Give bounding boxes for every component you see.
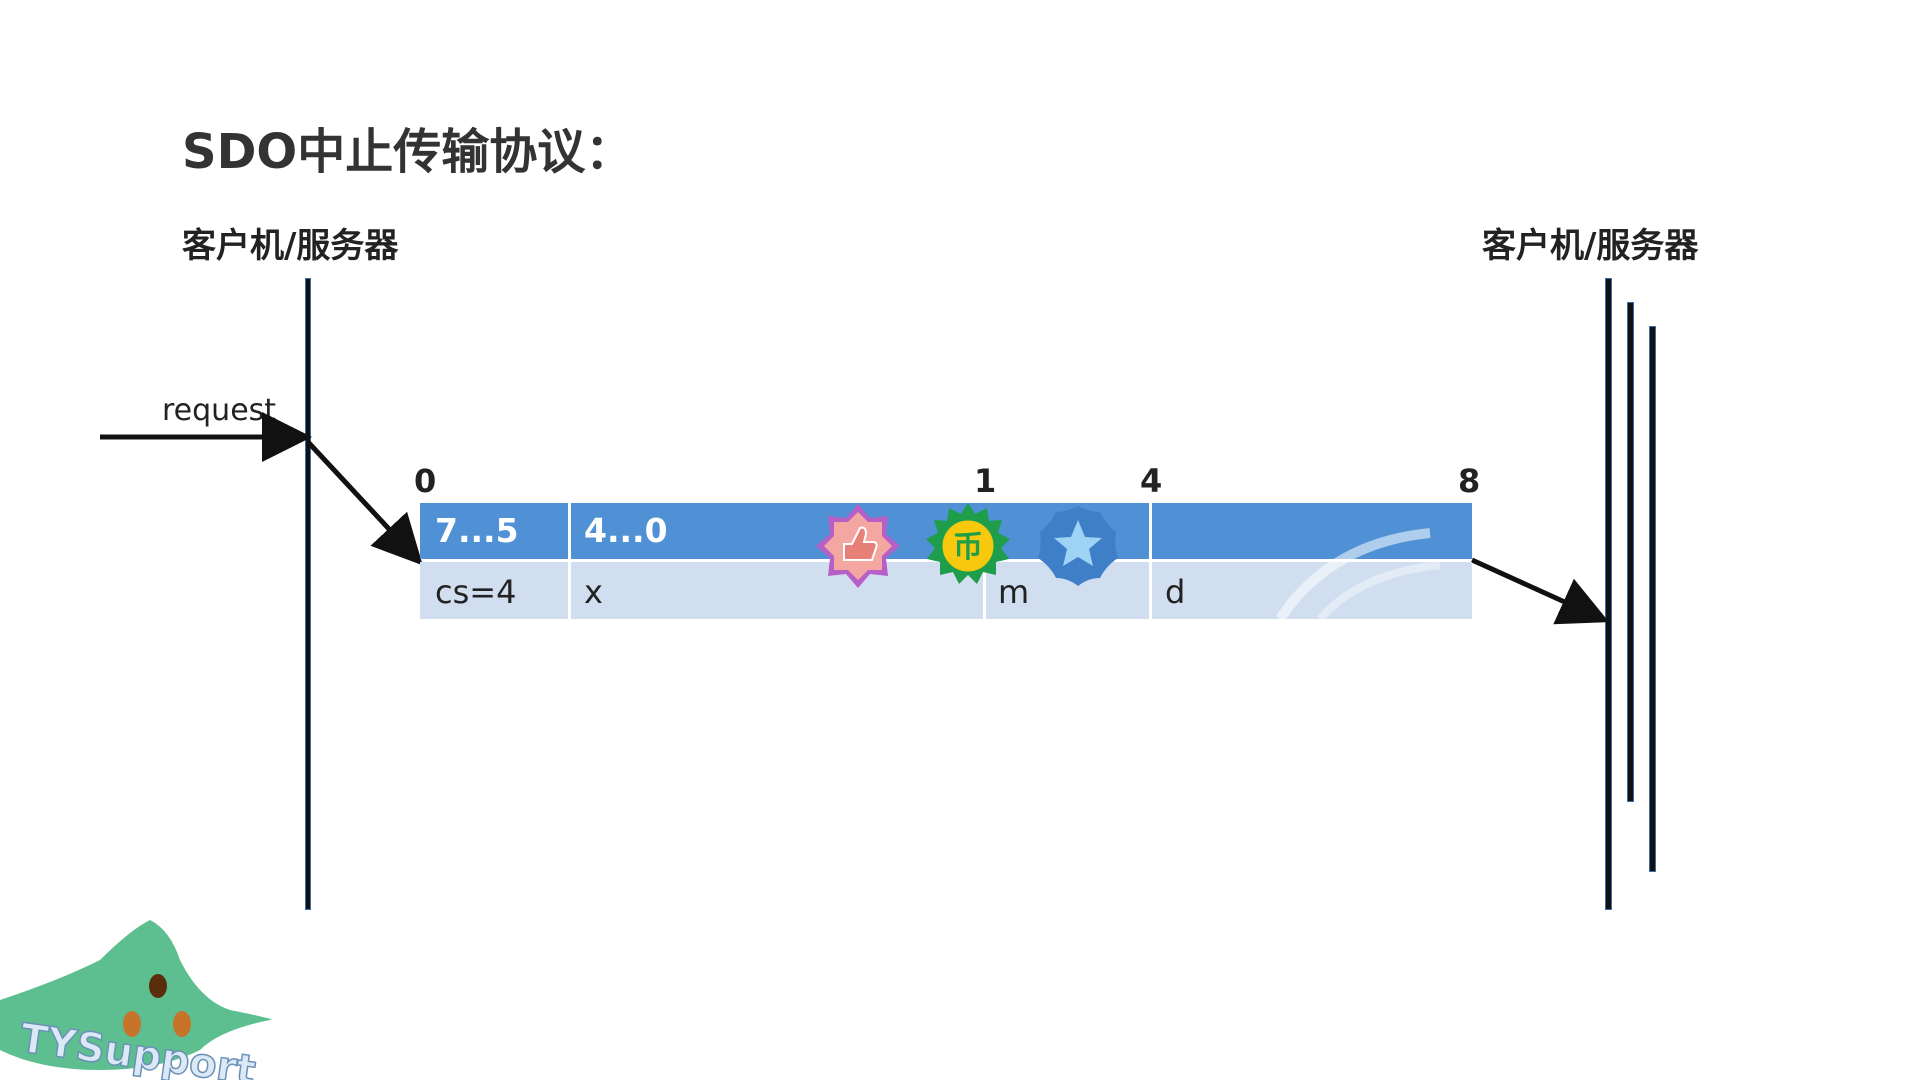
star-icon	[1038, 506, 1118, 586]
receive-arrow	[1470, 557, 1610, 625]
frame-divider	[983, 562, 986, 619]
left-lifeline	[305, 278, 311, 910]
right-endpoint-label: 客户机/服务器	[1482, 226, 1699, 266]
send-arrow	[306, 440, 423, 566]
frame-cell-bits-7-5: 7...5	[435, 511, 519, 550]
frame-divider	[1149, 562, 1152, 619]
frame-cell-d: d	[1165, 573, 1186, 611]
right-lifeline-2	[1627, 302, 1634, 802]
left-endpoint-label: 客户机/服务器	[182, 226, 399, 266]
bit-position-8: 8	[1458, 462, 1481, 500]
bit-position-0: 0	[414, 462, 437, 500]
frame-divider	[568, 503, 571, 559]
frame-cell-bits-4-0: 4...0	[584, 511, 668, 550]
frame-divider	[568, 562, 571, 619]
bit-position-1: 1	[974, 462, 997, 500]
glare-decoration	[1275, 528, 1441, 619]
frame-cell-x: x	[584, 573, 603, 611]
frame-cell-m: m	[998, 573, 1030, 611]
frame-cell-cs: cs=4	[435, 573, 517, 611]
thumbs-up-icon	[816, 504, 900, 588]
request-label: request	[162, 393, 277, 428]
bit-position-4: 4	[1140, 462, 1163, 500]
coin-icon: 币	[926, 503, 1010, 584]
frame-divider	[1149, 503, 1152, 559]
svg-text:币: 币	[953, 530, 983, 565]
right-lifeline-3	[1649, 326, 1656, 872]
page-title: SDO中止传输协议：	[182, 124, 634, 180]
tysupport-logo: TYSupport	[0, 920, 272, 1080]
